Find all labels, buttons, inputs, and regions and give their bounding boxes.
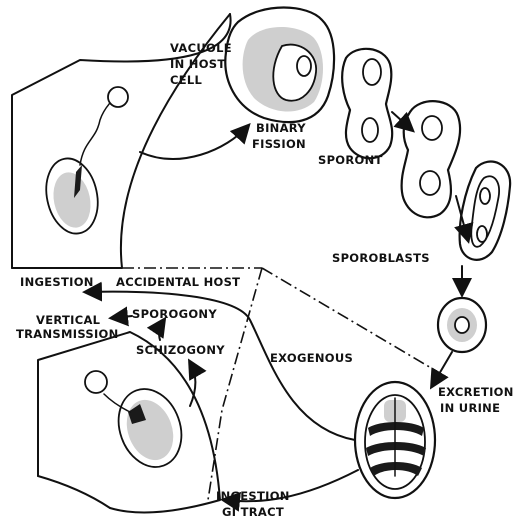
lower-host-cell-panel [38, 332, 220, 513]
vacuole-host-cell [225, 8, 334, 123]
label-exogenous: EXOGENOUS [270, 351, 353, 365]
label-accidental-host: ACCIDENTAL HOST [116, 275, 240, 289]
arrow-to-binary-fission [140, 126, 248, 159]
label-sporoblasts: SPOROBLASTS [332, 251, 430, 265]
sporoblast-cell [460, 162, 511, 260]
sporont-cell [342, 49, 392, 158]
label-vacuole-2: IN HOST [170, 57, 226, 71]
mature-spore-icon [355, 382, 435, 498]
label-vertical-2: TRANSMISSION [16, 327, 119, 341]
arrow-to-vertical-transmission [112, 316, 132, 318]
label-vertical-1: VERTICAL [36, 313, 101, 327]
label-excretion-1: EXCRETION [438, 385, 514, 399]
arrow-to-schizogony [190, 362, 195, 406]
daughter-cells [402, 101, 460, 217]
label-ingestion: INGESTION [20, 275, 94, 289]
arrow-to-sporogony [159, 320, 164, 340]
label-sporont: SPORONT [318, 153, 383, 167]
round-sporoblast-cell [438, 298, 486, 352]
label-ingestion-gi-1: INGESTION [216, 489, 290, 503]
label-vacuole-3: CELL [170, 73, 203, 87]
label-binary-1: BINARY [256, 121, 306, 135]
label-excretion-2: IN URINE [440, 401, 500, 415]
label-binary-2: FISSION [252, 137, 306, 151]
label-vacuole-1: VACUOLE [170, 41, 232, 55]
arrow-to-mature-spore [432, 352, 452, 386]
sporoplasm-icon [108, 87, 128, 107]
label-ingestion-gi-2: GI TRACT [222, 505, 284, 519]
lower-sporoplasm-icon [85, 371, 107, 393]
label-schizogony: SCHIZOGONY [136, 343, 225, 357]
label-sporogony: SPOROGONY [132, 307, 217, 321]
